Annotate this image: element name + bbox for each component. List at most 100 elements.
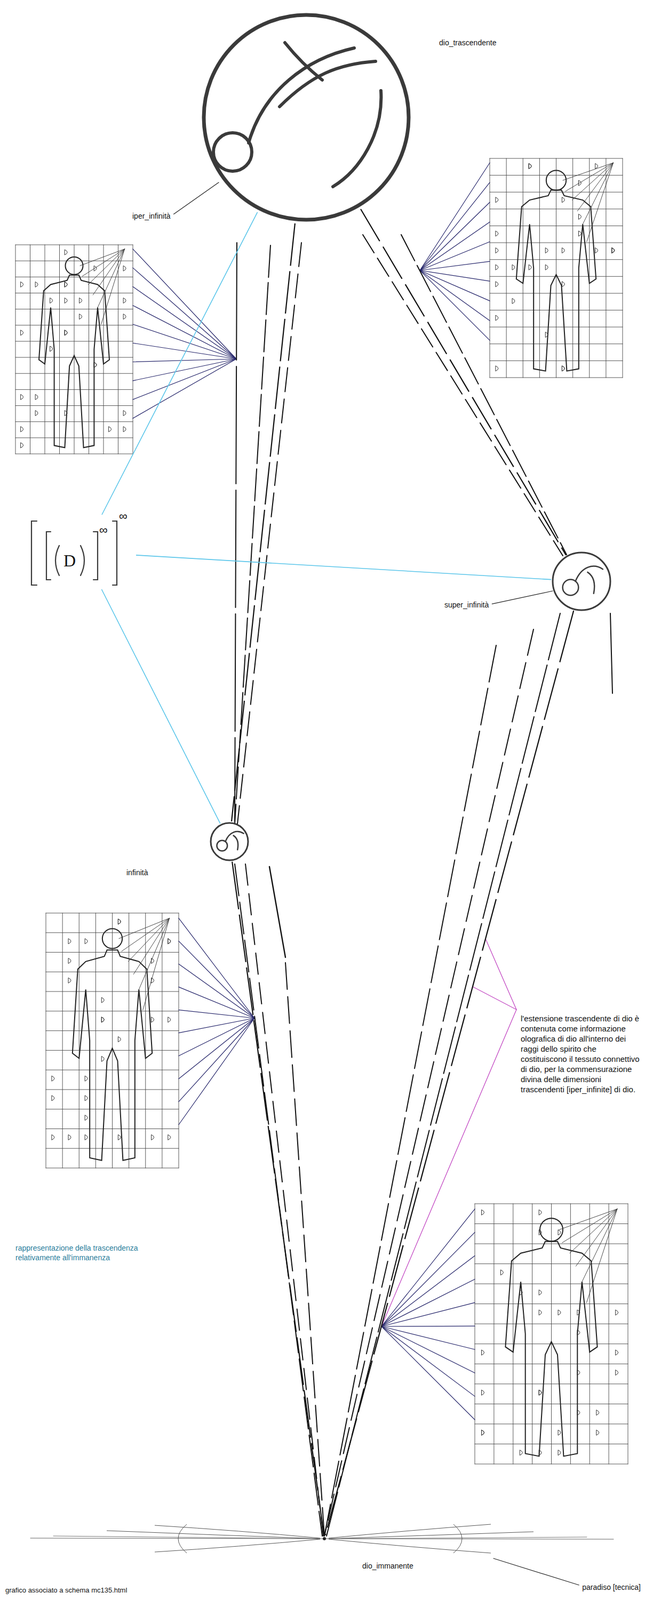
d-symbol [93, 362, 97, 368]
grid-line [45, 972, 179, 973]
grid-line [489, 208, 623, 210]
human-outline [72, 950, 153, 1161]
grid-line [15, 244, 17, 455]
infinity-circle: infinità [209, 821, 250, 863]
note-leader [485, 938, 517, 1010]
fan-line [178, 918, 255, 1019]
grid-line [112, 913, 113, 1169]
point-dot [322, 1537, 326, 1541]
grid-line [15, 405, 133, 406]
note-leader [472, 986, 517, 1010]
grid-line [551, 1204, 552, 1465]
d-symbol [101, 997, 105, 1003]
d-symbol [168, 1134, 171, 1141]
d-symbol [50, 298, 53, 304]
connector [101, 589, 220, 824]
grid-line [45, 1109, 179, 1110]
grid-line [15, 340, 133, 342]
grid-line [589, 1204, 591, 1465]
fan-line [381, 1326, 475, 1374]
grid-line [489, 259, 623, 260]
grid-line [15, 357, 133, 358]
fan-line [419, 270, 490, 301]
grid-line [474, 1324, 628, 1325]
spirit-ray [362, 234, 563, 556]
spirit-ray [586, 1209, 618, 1304]
grid-line [15, 324, 133, 326]
grid-line [78, 913, 80, 1169]
plane-curve [154, 1539, 321, 1553]
grid-line [474, 1204, 476, 1465]
d-symbol [495, 365, 499, 372]
fan-line [178, 1018, 255, 1103]
d-symbol [577, 1310, 580, 1316]
plane-curve [154, 1525, 321, 1539]
grid-line [489, 377, 623, 379]
formula-bracket: D∞∞ [29, 514, 137, 590]
grid-line [489, 276, 623, 277]
grid-line [128, 913, 130, 1169]
spirit-ray [324, 629, 534, 1537]
d-symbol [35, 281, 38, 288]
grid-figure [45, 913, 255, 1169]
d-symbol [538, 1390, 542, 1396]
d-symbol [538, 1230, 542, 1236]
d-symbol [611, 248, 615, 254]
grid-line [489, 292, 623, 294]
d-symbol [123, 265, 126, 272]
grid-line [45, 1128, 179, 1130]
grid-line [531, 1204, 533, 1465]
grid-line [29, 244, 31, 455]
grid-line [45, 952, 179, 953]
d-symbol [117, 1134, 121, 1141]
grid-line [45, 1168, 179, 1169]
d-symbol [495, 315, 499, 321]
plane-curve [106, 1531, 321, 1540]
leader-line [491, 591, 553, 604]
d-symbol [545, 264, 548, 270]
grid-line [62, 913, 63, 1169]
grid-line [474, 1263, 628, 1265]
d-symbol [117, 919, 121, 925]
connector [136, 555, 552, 580]
formula-symbol: D [63, 550, 76, 571]
fan-line [132, 267, 237, 360]
d-symbol [561, 365, 565, 372]
d-symbol [84, 938, 88, 945]
spirit-ray [237, 242, 302, 825]
d-symbol [519, 1290, 523, 1296]
d-symbol [495, 264, 499, 270]
grid-line [627, 1204, 629, 1465]
grid-line [522, 158, 524, 378]
swirl-curve [284, 42, 323, 81]
grid-figure [15, 244, 237, 455]
grid-line [45, 1070, 179, 1071]
d-symbol [578, 231, 582, 237]
spirit-ray [101, 249, 125, 325]
grid-line [145, 913, 146, 1169]
d-symbol [561, 248, 565, 254]
grid-line [474, 1464, 628, 1465]
spirit-ray [401, 234, 567, 555]
d-symbol [51, 1134, 55, 1141]
d-symbol [495, 231, 499, 237]
d-symbol [481, 1430, 485, 1436]
d-symbol [528, 163, 532, 169]
d-symbol [123, 298, 126, 304]
d-symbol [101, 1056, 105, 1062]
node-label: dio_trascendente [439, 38, 497, 48]
human-outline [38, 275, 110, 448]
fan-line [178, 964, 255, 1019]
grid-line [588, 158, 590, 378]
node-label: super_infinità [444, 600, 489, 610]
d-symbol [528, 163, 532, 169]
d-symbol [68, 958, 71, 965]
d-symbol [481, 1430, 485, 1436]
grid-line [15, 260, 133, 262]
d-symbol [558, 1450, 561, 1456]
spirit-ray [269, 866, 286, 958]
grid-line [59, 244, 60, 455]
d-symbol [84, 1115, 88, 1121]
grid-line [489, 225, 623, 227]
